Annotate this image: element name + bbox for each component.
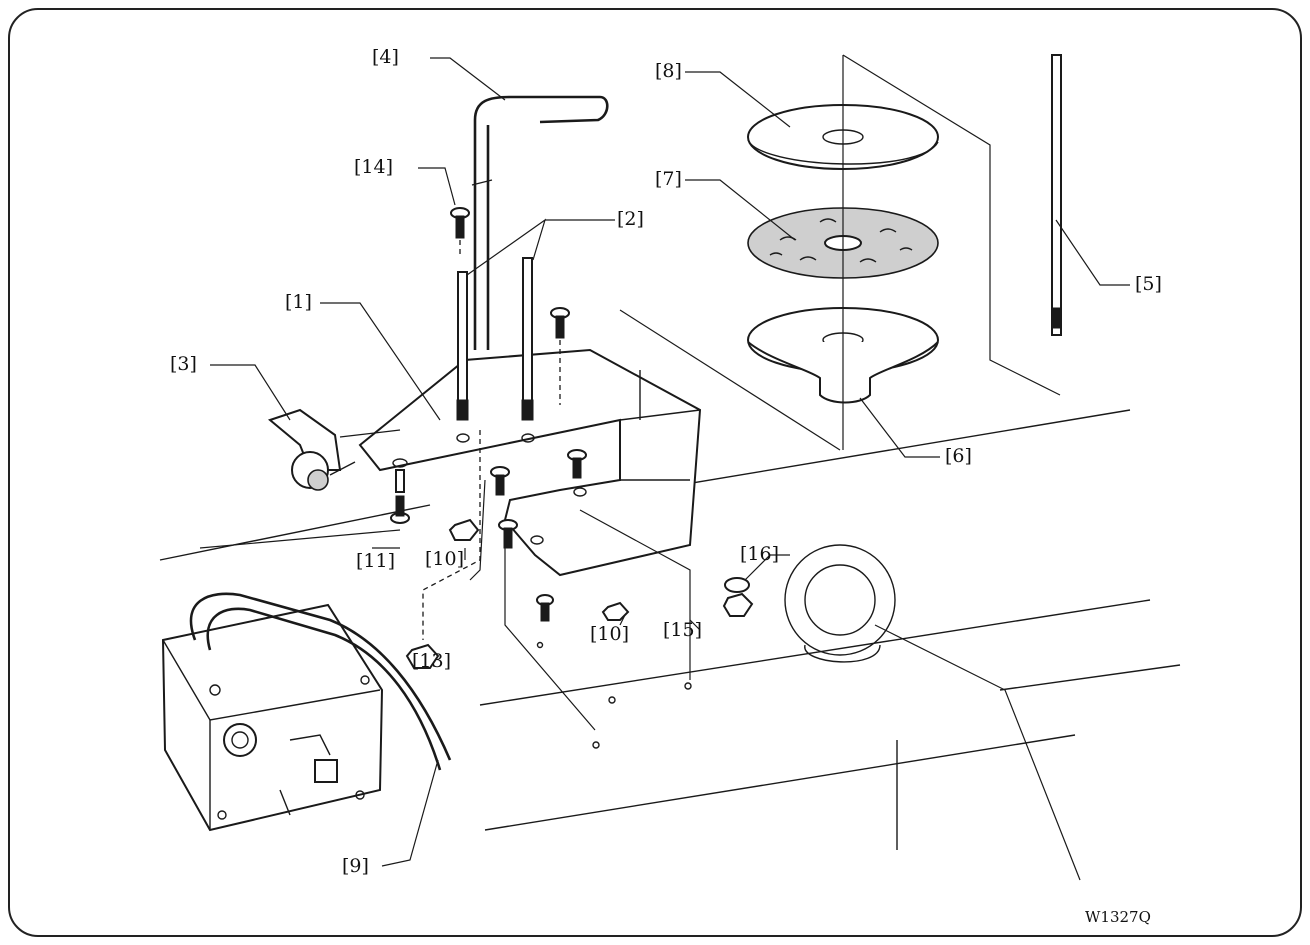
callout-10-right: [10] <box>590 623 630 645</box>
screw-11 <box>390 469 410 524</box>
callout-16: [16] <box>740 543 780 565</box>
callout-9: [9] <box>342 855 369 877</box>
callout-8: [8] <box>655 60 682 82</box>
callout-5: [5] <box>1135 273 1162 295</box>
drawing-code: W1327Q <box>1085 908 1151 926</box>
callout-10-left: [10] <box>425 548 465 570</box>
callout-15: [15] <box>663 619 703 641</box>
nut-10-left <box>448 518 480 541</box>
leader-lines-lower <box>199 479 691 731</box>
thread-guide-wire <box>430 57 609 350</box>
callout-3: [3] <box>170 353 197 375</box>
callout-13: [13] <box>412 650 452 672</box>
eye-bolt <box>784 544 1081 881</box>
bracket-screws <box>490 449 587 622</box>
callout-2: [2] <box>617 208 644 230</box>
spool-felt-7 <box>685 179 939 279</box>
callout-4: [4] <box>372 46 399 68</box>
screw-14 <box>418 167 470 255</box>
callout-leaders <box>320 302 701 631</box>
callout-14: [14] <box>354 156 394 178</box>
callout-11: [11] <box>356 550 396 572</box>
callout-1: [1] <box>285 291 312 313</box>
nut-10-right <box>601 601 630 621</box>
callout-7: [7] <box>655 168 682 190</box>
spool-holder-6 <box>747 307 940 458</box>
washer-nut-16 <box>722 554 790 617</box>
plate-screw <box>550 307 570 405</box>
figure-frame <box>8 8 1302 937</box>
spool-rod-5 <box>1051 54 1130 336</box>
stand-plate <box>358 348 702 577</box>
control-box <box>161 592 452 867</box>
spool-pins <box>456 218 615 421</box>
callout-6: [6] <box>945 445 972 467</box>
nut-13 <box>405 430 481 669</box>
spool-felt-8 <box>685 71 939 170</box>
assembly-axis-lines <box>619 54 1061 451</box>
bobbin-winder <box>210 364 401 491</box>
